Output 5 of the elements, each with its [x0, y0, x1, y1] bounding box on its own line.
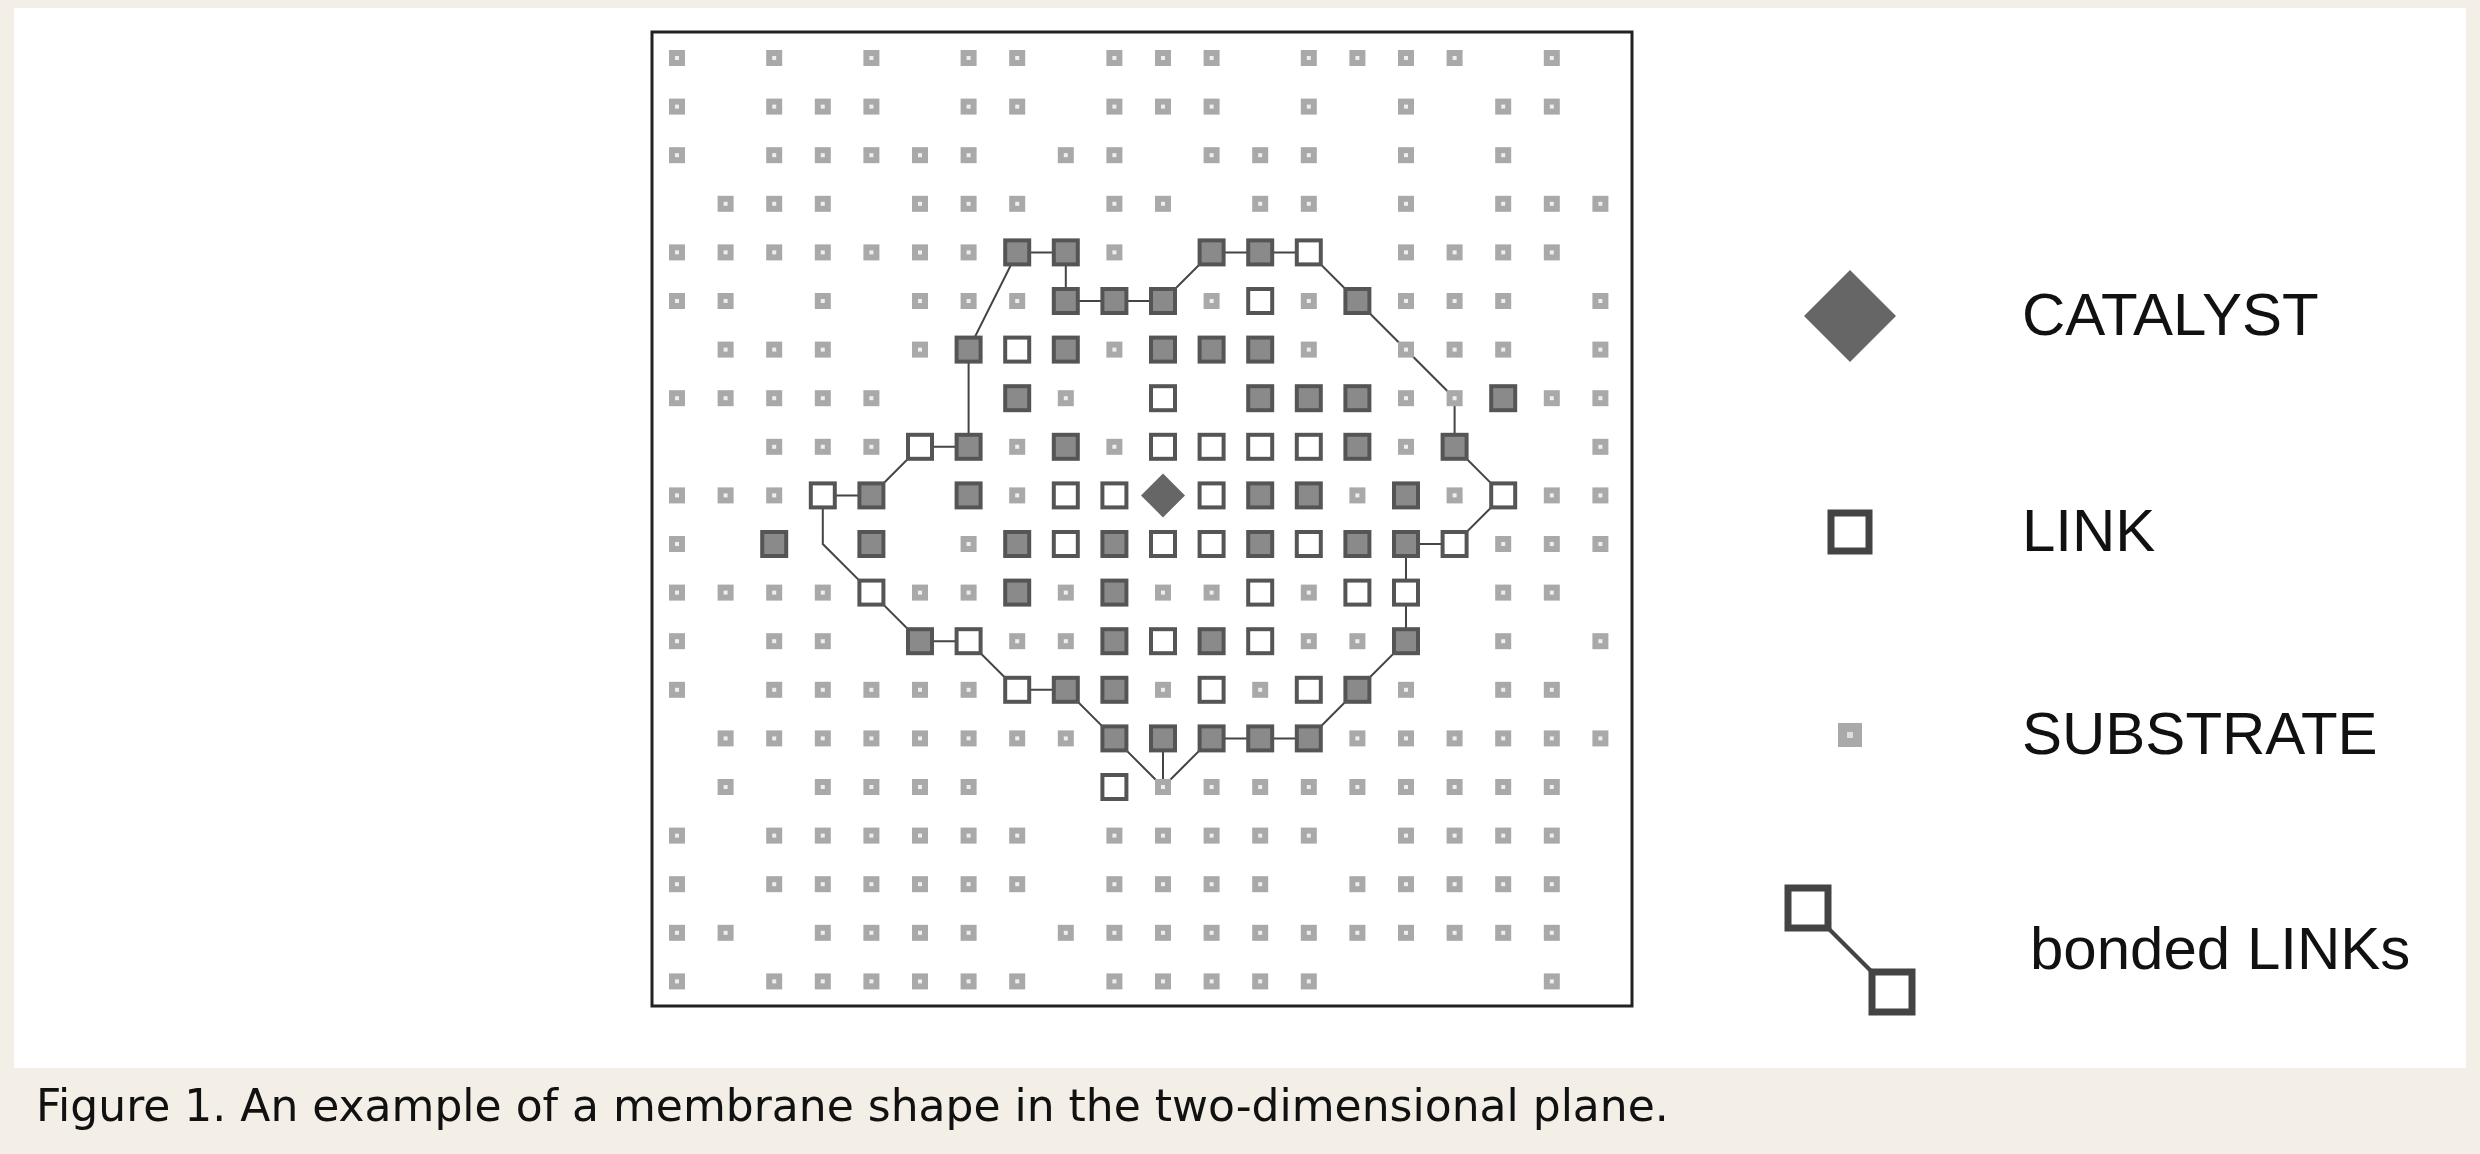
legend-label: bonded LINKs: [2030, 914, 2411, 983]
legend-label: CATALYST: [2022, 280, 2319, 349]
legend-label: SUBSTRATE: [2022, 699, 2378, 768]
figure-caption: Figure 1. An example of a membrane shape in the two-dimensional plane.: [36, 1080, 1669, 1131]
legend-label: LINK: [2022, 496, 2156, 565]
